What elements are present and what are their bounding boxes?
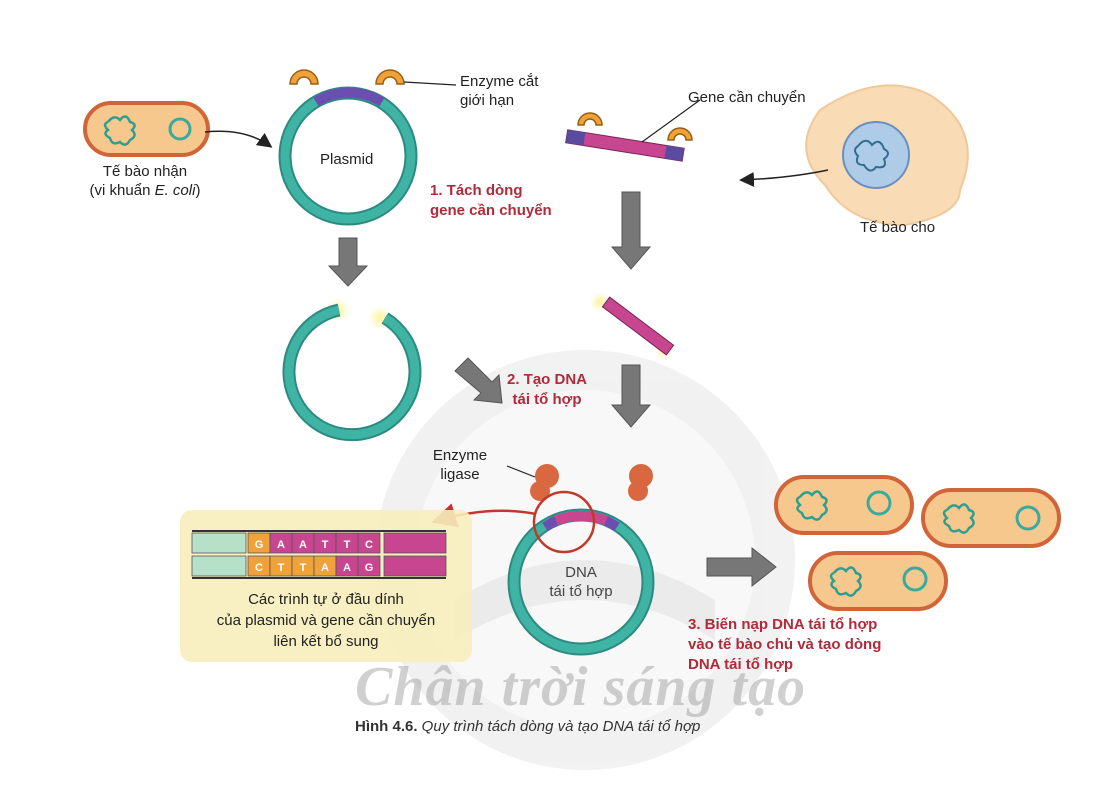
- base-letter-top-1: A: [277, 539, 285, 551]
- recombinant-dna-line-1: DNA: [565, 564, 597, 581]
- base-letter-top-4: T: [344, 539, 351, 551]
- host-cell-3: [808, 551, 948, 611]
- base-letter-bottom-3: A: [321, 562, 329, 574]
- gene-fragment: [565, 129, 685, 162]
- process-arrow-plasmid-cut: [327, 237, 369, 287]
- recombinant-dna: [507, 508, 655, 656]
- donor-cell: [805, 84, 969, 227]
- recipient-cell-line-1: Tế bào nhận: [102, 163, 188, 180]
- sticky-ends-label: Các trình tự ở đầu dính của plasmid và g…: [180, 589, 472, 652]
- step-1-label: 1. Tách dòng gene cần chuyển: [430, 181, 552, 221]
- step-2-line-2: tái tổ hợp: [512, 391, 582, 408]
- step-3-label: 3. Biến nạp DNA tái tổ hợp vào tế bào ch…: [688, 615, 881, 675]
- arrow-donor-to-gene: [739, 169, 829, 187]
- recipient-cell: [83, 101, 210, 157]
- process-arrow-plasmid-join: [454, 357, 503, 404]
- step-2-line-1: 2. Tạo DNA: [506, 371, 587, 388]
- step-2-label: 2. Tạo DNA tái tổ hợp: [492, 370, 602, 410]
- figure-caption: Hình 4.6. Quy trình tách dòng và tạo DNA…: [355, 718, 700, 735]
- recombinant-dna-label: DNA tái tổ hợp: [531, 563, 631, 601]
- base-letter-bottom-5: G: [365, 562, 374, 574]
- enzyme-label-line-2: giới hạn: [460, 92, 515, 109]
- base-letter-bottom-0: C: [255, 562, 263, 574]
- plasmid: [278, 86, 418, 226]
- ligase-enzyme-left: [530, 464, 559, 501]
- figure-title: Quy trình tách dòng và tạo DNA tái tổ hợ…: [417, 718, 701, 735]
- process-arrow-transform: [706, 546, 777, 588]
- gene-enzyme-left: [577, 112, 603, 126]
- step-1-line-2: gene cần chuyển: [430, 202, 552, 219]
- watermark-logo: [375, 350, 795, 770]
- highlight-circle: [532, 490, 596, 554]
- plasmid-label: Plasmid: [320, 151, 374, 168]
- donor-cell-label: Tế bào cho: [860, 219, 936, 236]
- recipient-cell-species: E. coli: [154, 182, 196, 199]
- process-arrow-gene-cut: [610, 191, 652, 270]
- base-letter-top-0: G: [255, 539, 264, 551]
- gene-enzyme-right: [667, 127, 693, 141]
- recipient-cell-line-2: (vi khuẩn E. coli): [70, 181, 220, 200]
- arrow-cell-to-plasmid: [204, 130, 273, 148]
- base-letter-top-2: A: [299, 539, 307, 551]
- base-letter-bottom-4: A: [343, 562, 351, 574]
- recombinant-dna-line-2: tái tổ hợp: [549, 583, 613, 600]
- ligase-label-line-2: ligase: [440, 466, 480, 483]
- ligase-pointer: [506, 465, 536, 478]
- sticky-ends-line-3: liên kết bổ sung: [273, 633, 379, 650]
- gene-pointer: [641, 99, 701, 143]
- watermark-text: Chân trời sáng tạo: [355, 656, 807, 718]
- recipient-cell-line-2a: (vi khuẩn: [89, 182, 155, 199]
- base-letter-top-5: C: [365, 539, 373, 551]
- enzyme-label-line-1: Enzyme cắt: [460, 73, 539, 90]
- recipient-cell-line-2b: ): [195, 182, 201, 199]
- base-letter-top-3: T: [322, 539, 329, 551]
- base-letter-bottom-1: T: [278, 562, 285, 574]
- cut-plasmid: [282, 298, 422, 442]
- host-cell-2: [921, 488, 1061, 548]
- step-3-line-3: DNA tái tổ hợp: [688, 656, 794, 673]
- enzyme-pointer: [403, 81, 457, 86]
- ligase-label-line-1: Enzyme: [432, 447, 488, 464]
- restriction-enzyme-right: [375, 69, 405, 85]
- step-3-line-2: vào tế bào chủ và tạo dòng: [688, 636, 882, 653]
- ligase-label: Enzyme ligase: [425, 446, 495, 484]
- process-arrow-gene-down: [610, 364, 652, 428]
- sticky-ends-line-1: Các trình tự ở đầu dính: [248, 591, 404, 608]
- cut-gene: [590, 292, 675, 360]
- restriction-enzyme-left: [289, 69, 319, 85]
- base-cell-top-5: [357, 532, 381, 554]
- base-letter-bottom-2: T: [300, 562, 307, 574]
- step-3-line-1: 3. Biến nạp DNA tái tổ hợp: [688, 616, 878, 633]
- recipient-cell-label: Tế bào nhận (vi khuẩn E. coli): [70, 162, 220, 200]
- ligase-enzyme-right: [628, 464, 653, 501]
- restriction-enzyme-label: Enzyme cắt giới hạn: [460, 72, 538, 110]
- figure-number: Hình 4.6.: [355, 718, 418, 735]
- sticky-ends-line-2: của plasmid và gene cần chuyển: [216, 612, 436, 629]
- step-1-line-1: 1. Tách dòng: [430, 182, 523, 199]
- base-cell-bottom-5: [357, 555, 381, 577]
- gene-transfer-label: Gene cần chuyển: [688, 89, 806, 106]
- host-cell-1: [774, 475, 914, 535]
